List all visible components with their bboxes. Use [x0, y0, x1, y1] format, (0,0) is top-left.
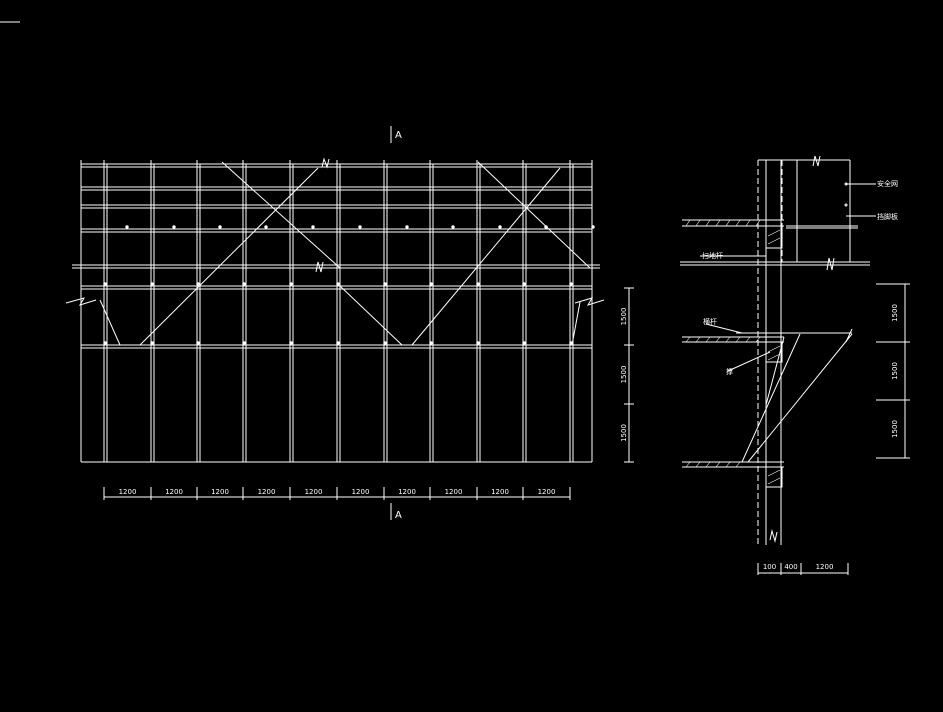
- cross-brace-3: [477, 161, 591, 269]
- elevation-ledgers: [72, 163, 600, 463]
- coupler-low-7: [429, 341, 433, 345]
- coupler-low-4: [289, 341, 293, 345]
- elevation-right-dim-label: 1500: [620, 308, 628, 326]
- section-right-dim-label: 1500: [891, 420, 899, 438]
- coupler-top-8: [498, 225, 502, 229]
- elevation-dim-label: 1200: [538, 488, 556, 496]
- label-sweep-pole: 扫地杆: [702, 251, 723, 260]
- coupler-top-2: [218, 225, 222, 229]
- elevation-dim-label: 1200: [258, 488, 276, 496]
- elevation-right-dim-label: 1500: [620, 366, 628, 384]
- coupler-top-9: [544, 225, 548, 229]
- coupler-low-10: [569, 341, 573, 345]
- elevation-right-dim-label: 1500: [620, 424, 628, 442]
- section-right-dim-label: 1500: [891, 304, 899, 322]
- elevation-dim-label: 1200: [352, 488, 370, 496]
- elevation-bottom-dimensions: [103, 487, 571, 500]
- section-bottom-dimensions: [757, 563, 849, 575]
- label-ledger: 横杆: [703, 317, 717, 326]
- elevation-couplers: [103, 225, 595, 345]
- section-bottom-dim-label: 100: [763, 563, 776, 571]
- elevation-dim-label: 1200: [305, 488, 323, 496]
- cross-brace-6: [571, 301, 581, 346]
- elevation-break-marks: [65, 157, 605, 306]
- section-hatching: [685, 219, 781, 485]
- elevation-uprights: [80, 160, 593, 462]
- label-toe-board: 挡脚板: [877, 212, 898, 221]
- coupler-low-3: [242, 341, 246, 345]
- coupler-low-8: [476, 341, 480, 345]
- section-bottom-dim-label: 400: [784, 563, 797, 571]
- coupler-top-6: [405, 225, 409, 229]
- section-mark-bottom: A: [390, 503, 402, 521]
- label-brace: 撑: [726, 367, 733, 376]
- elevation-dim-label: 1200: [165, 488, 183, 496]
- coupler-top-0: [125, 225, 129, 229]
- cross-brace-1: [139, 167, 319, 346]
- section-mark-top: A: [390, 126, 402, 143]
- coupler-mid-9: [522, 282, 526, 286]
- section-right-dim-label: 1500: [891, 362, 899, 380]
- coupler-top-7: [451, 225, 455, 229]
- coupler-low-2: [196, 341, 200, 345]
- coupler-mid-5: [336, 282, 340, 286]
- elevation-dim-label: 1200: [211, 488, 229, 496]
- label-safety-net: 安全网: [877, 179, 898, 188]
- elevation-right-dimensions: [624, 287, 634, 463]
- coupler-low-5: [336, 341, 340, 345]
- elevation-dim-label: 1200: [491, 488, 509, 496]
- coupler-mid-3: [242, 282, 246, 286]
- coupler-top-10: [591, 225, 595, 229]
- cross-brace-5: [99, 299, 121, 346]
- coupler-top-1: [172, 225, 176, 229]
- front-elevation: [72, 160, 600, 463]
- section-mark-top-label: A: [395, 130, 402, 141]
- coupler-low-9: [522, 341, 526, 345]
- coupler-mid-0: [103, 282, 107, 286]
- coupler-mid-1: [150, 282, 154, 286]
- section-detail: [680, 155, 876, 545]
- cross-brace-0: [221, 161, 341, 269]
- cross-brace-4: [411, 167, 561, 346]
- coupler-mid-4: [289, 282, 293, 286]
- coupler-mid-10: [569, 282, 573, 286]
- section-mark-bottom-label: A: [395, 510, 402, 521]
- coupler-mid-6: [383, 282, 387, 286]
- coupler-top-5: [358, 225, 362, 229]
- cross-brace-2: [339, 285, 403, 346]
- coupler-mid-7: [429, 282, 433, 286]
- elevation-cross-braces: [99, 161, 591, 346]
- coupler-mid-2: [196, 282, 200, 286]
- coupler-mid-8: [476, 282, 480, 286]
- section-bottom-dim-label: 1200: [816, 563, 834, 571]
- coupler-low-6: [383, 341, 387, 345]
- elevation-dim-label: 1200: [119, 488, 137, 496]
- elevation-dim-label: 1200: [398, 488, 416, 496]
- coupler-low-0: [103, 341, 107, 345]
- elevation-dim-label: 1200: [445, 488, 463, 496]
- coupler-top-3: [264, 225, 268, 229]
- coupler-top-4: [311, 225, 315, 229]
- section-right-dimensions: [876, 283, 910, 459]
- coupler-low-1: [150, 341, 154, 345]
